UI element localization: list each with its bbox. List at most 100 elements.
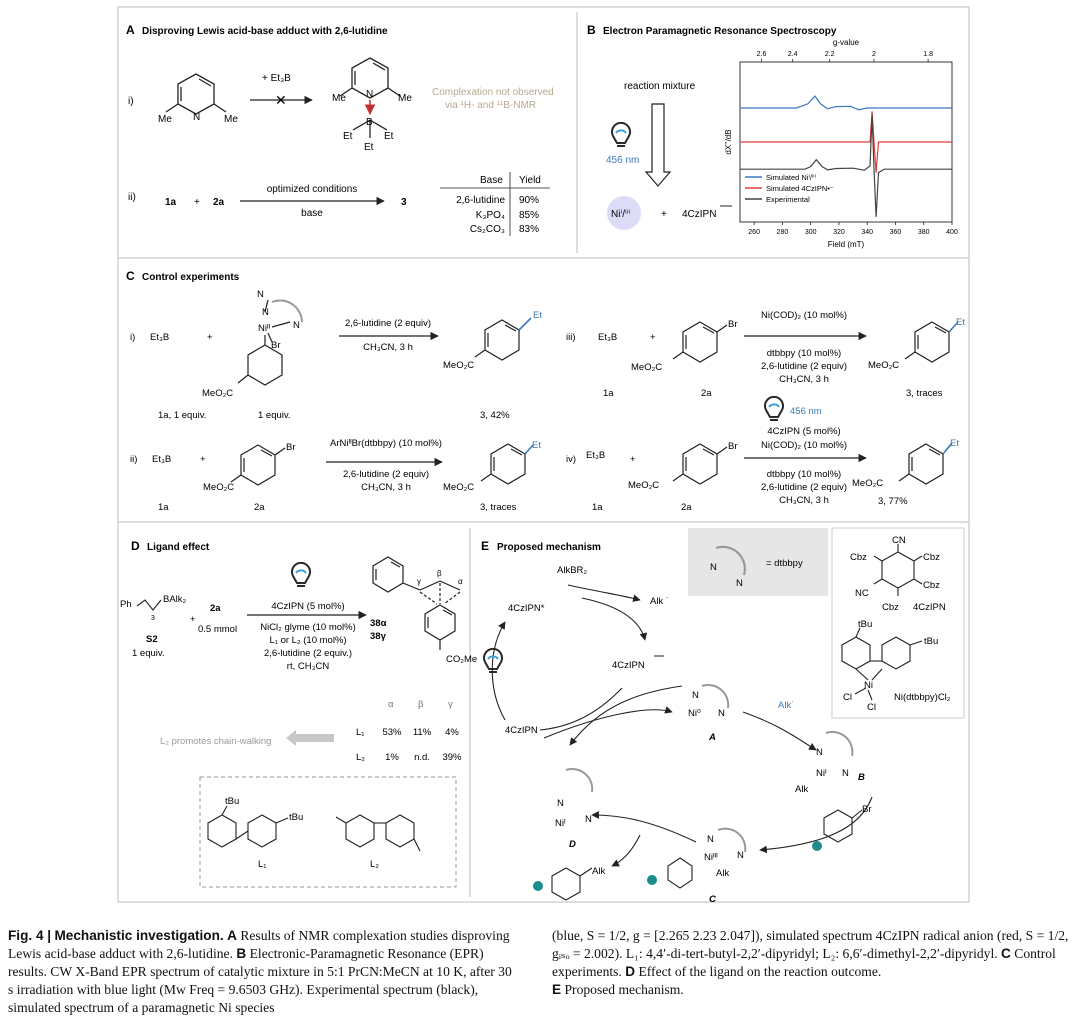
caption-fig: Fig. 4 | (8, 928, 52, 943)
czipn-nc: NC (855, 588, 869, 599)
adduct-et2: Et (384, 131, 394, 142)
c-iv-product-label: 3, 77% (878, 496, 908, 507)
c-iv-et3b: Et₃B (586, 450, 605, 461)
e-c-aryl (667, 857, 693, 889)
e-b-n2: N (842, 768, 849, 779)
c-i-product (474, 319, 520, 361)
c-iii-cond3: CH₃CN, 3 h (779, 374, 829, 385)
c-ii-plus: + (200, 454, 206, 465)
lutidine-me-right: Me (224, 114, 238, 125)
c-iii-cond2: 2,6-lutidine (2 equiv) (761, 361, 847, 372)
caption-c-text: Control experiments. (552, 946, 1056, 979)
c-iii-aryl-bromide (672, 321, 728, 363)
e-arrow-c-d (591, 811, 697, 843)
d-row2-gamma: 39% (442, 752, 462, 763)
e-arbr-br: Br (862, 804, 872, 815)
e-c-n1: N (707, 834, 714, 845)
e-c-alk: Alk (716, 868, 729, 879)
d-cond4: rt, CH₃CN (287, 661, 330, 672)
c-i-ni-complex (237, 299, 303, 386)
e-label-c: C (709, 894, 716, 905)
epr-x-tick-label: 380 (918, 229, 930, 236)
epr-g-tick-label: 2 (872, 51, 876, 58)
c-iv-plus: + (630, 454, 636, 465)
c-i-et3b: Et₃B (150, 332, 169, 343)
c-iii-et: Et (956, 317, 965, 328)
td-yield-3: 83% (519, 224, 539, 235)
c-i-cond2: CH₃CN, 3 h (363, 342, 413, 353)
d-row1-alpha: 53% (382, 727, 402, 738)
epr-g-tick-label: 2.6 (757, 51, 767, 58)
panel-d-letter: D (131, 539, 140, 553)
e-label-d: D (569, 839, 576, 850)
d-row1-gamma: 4% (445, 727, 459, 738)
d-2a: 2a (210, 603, 221, 614)
epr-legend-label: Simulated 4CzIPN•⁻ (766, 184, 834, 193)
panel-d: D Ligand effect Ph 3 BAlk₂ S2 1 equiv. +… (120, 539, 477, 888)
nicl-cl2: Cl (867, 702, 876, 713)
c-ii-product-label: 3, traces (480, 502, 517, 513)
e-arrow-a-b (742, 711, 817, 751)
c-ii-aryl-bromide (230, 444, 286, 486)
c-ii-product-meo2c: MeO₂C (443, 482, 474, 493)
c-iii-label: iii) (566, 332, 576, 343)
c-iv-cond2: 2,6-lutidine (2 equiv) (761, 482, 847, 493)
nicl-ni: Ni (864, 680, 873, 691)
dtbbpy-legend-eq: = dtbbpy (766, 558, 803, 569)
e-alk-radical-2: Alk˙ (778, 700, 794, 711)
c-iii-2a: 2a (701, 388, 712, 399)
ni-species-bubble (607, 196, 641, 230)
reaction-mixture-label: reaction mixture (624, 81, 696, 92)
epr-legend-label: Experimental (766, 195, 810, 204)
czipn-cn: CN (892, 535, 906, 546)
panel-c-letter: C (126, 269, 135, 283)
d-plus: + (190, 614, 196, 625)
th-base: Base (480, 175, 503, 186)
c-i-br: Br (271, 340, 281, 351)
czipn-cbz4: Cbz (882, 602, 899, 613)
caption-d-letter: D (625, 964, 636, 979)
c-i-product-label: 3, 42% (480, 410, 510, 421)
plus-b: + (661, 209, 667, 220)
adduct-me-right: Me (398, 93, 412, 104)
d-chain (136, 599, 162, 611)
c-ii-label: ii) (130, 454, 137, 465)
e-cycle-arrow-3 (491, 621, 506, 721)
e-d-n2: N (585, 814, 592, 825)
lutidine-n: N (193, 112, 200, 123)
d-row2-beta: n.d. (414, 752, 430, 763)
c-i-product-meo2c: MeO₂C (443, 360, 474, 371)
d-col-beta: β (418, 699, 424, 710)
nicl-tbu1: tBu (858, 619, 872, 630)
d-row2-alpha: 1% (385, 752, 399, 763)
light-456: 456 nm (606, 155, 639, 166)
epr-series-line (740, 114, 952, 217)
c-ii-1a: 1a (158, 502, 169, 513)
czipn-anion-b: 4CzIPN (682, 209, 716, 220)
reactant-2a: 2a (213, 197, 225, 208)
base-yield-table: Base Yield 2,6-lutidine 90% K₃PO₄ 85% Cs… (440, 172, 550, 236)
c-iv-meo2c: MeO₂C (628, 480, 659, 491)
td-base-3: Cs₂CO₃ (470, 224, 505, 235)
c-i-meo2c: MeO₂C (202, 388, 233, 399)
figure-frame (117, 6, 970, 903)
czipn-cbz2: Cbz (923, 580, 940, 591)
czipn-structure (873, 544, 923, 596)
epr-x-tick-label: 360 (890, 229, 902, 236)
d-cond1: NiCl₂ glyme (10 mol%) (260, 622, 356, 633)
c-iv-cond1: dtbbpy (10 mol%) (767, 469, 841, 480)
epr-g-tick-label: 2.4 (788, 51, 798, 58)
c-iv-light-bulb-icon (764, 395, 784, 421)
c-ii-meo2c: MeO₂C (203, 482, 234, 493)
complexation-note-1: Complexation not observed (432, 87, 554, 98)
d-beta-label: β (437, 569, 442, 578)
c-iv-aryl-bromide (672, 443, 728, 485)
czipn-cbz1: Cbz (923, 552, 940, 563)
e-product-aryl (551, 867, 593, 901)
panel-b-letter: B (587, 23, 596, 37)
c-iii-product (904, 321, 950, 363)
d-l2-label: L₂ (370, 859, 379, 870)
epr-legend-label: Simulated Niⁱ/ⁱⁱⁱ (766, 173, 816, 182)
nicl-tbu2: tBu (924, 636, 938, 647)
c-i-et: Et (533, 310, 542, 321)
